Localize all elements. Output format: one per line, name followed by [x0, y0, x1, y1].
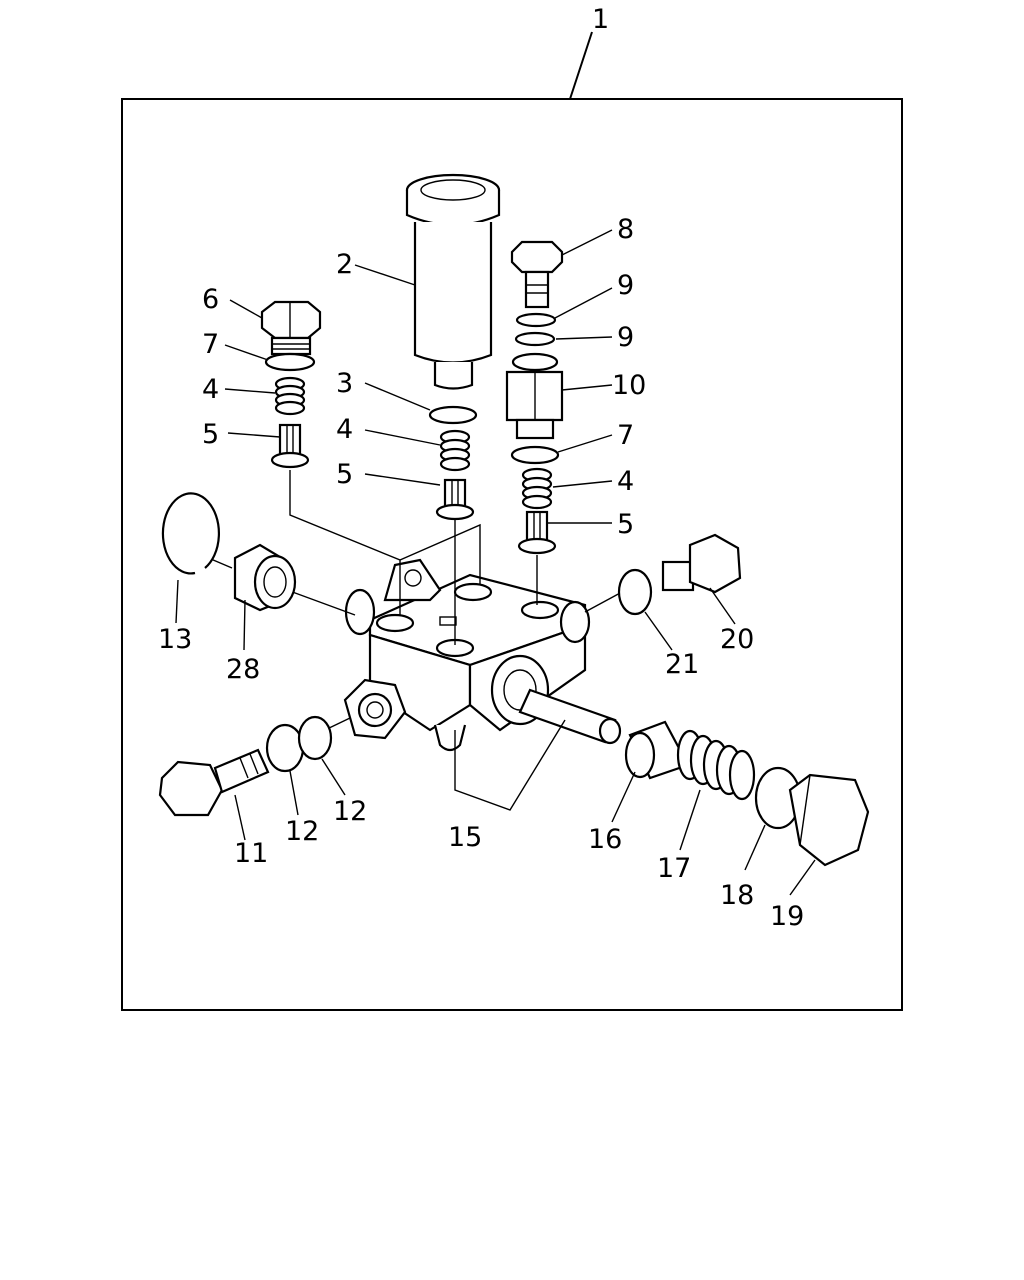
part-7-washer — [264, 352, 316, 372]
label-6: 6 — [202, 284, 219, 315]
label-10: 10 — [612, 370, 646, 401]
leader-1 — [569, 31, 593, 100]
part-5-valve-left — [270, 423, 310, 469]
label-5-left: 5 — [202, 419, 219, 450]
label-2: 2 — [336, 249, 353, 280]
pump-body — [343, 558, 591, 752]
part-3-washer — [428, 405, 478, 425]
part-7-washer-right — [510, 445, 560, 465]
label-4-center: 4 — [336, 414, 353, 445]
label-18: 18 — [720, 880, 754, 911]
part-8-banjo-bolt — [510, 240, 564, 309]
label-1: 1 — [592, 4, 609, 35]
label-5-right: 5 — [617, 509, 634, 540]
part-13-snap-ring — [161, 492, 221, 575]
part-19-plug — [788, 773, 870, 867]
label-7-left: 7 — [202, 329, 219, 360]
label-20: 20 — [720, 624, 754, 655]
part-12-washer-b — [297, 715, 333, 761]
part-4-spring-center — [439, 429, 471, 472]
label-16: 16 — [588, 824, 622, 855]
label-9-b: 9 — [617, 322, 634, 353]
part-5-valve-center — [435, 478, 475, 521]
part-28-sleeve — [233, 543, 297, 612]
label-11: 11 — [234, 838, 268, 869]
label-12-b: 12 — [333, 796, 367, 827]
label-7-right: 7 — [617, 420, 634, 451]
part-20-plug — [661, 533, 742, 594]
label-3: 3 — [336, 368, 353, 399]
part-11-banjo-bolt — [158, 748, 270, 817]
label-5-center: 5 — [336, 459, 353, 490]
assembly-lines — [184, 470, 623, 736]
part-21-washer — [617, 568, 653, 616]
diagram-frame — [121, 98, 903, 1011]
part-16-piston — [518, 688, 690, 780]
part-9-washer-a — [515, 312, 557, 328]
part-6-plug — [260, 300, 322, 356]
label-4-right: 4 — [617, 466, 634, 497]
label-21: 21 — [665, 649, 699, 680]
part-5-valve-right — [517, 510, 557, 555]
label-28: 28 — [226, 654, 260, 685]
part-12-washer-a — [265, 723, 305, 773]
part-2-primer-pump — [405, 173, 501, 390]
label-8: 8 — [617, 214, 634, 245]
label-13: 13 — [158, 624, 192, 655]
label-19: 19 — [770, 901, 804, 932]
part-4-spring-left — [274, 376, 306, 416]
label-4-left: 4 — [202, 374, 219, 405]
label-9-a: 9 — [617, 270, 634, 301]
leader-lines — [175, 229, 816, 896]
label-12-a: 12 — [285, 816, 319, 847]
part-9-washer-b — [514, 331, 556, 347]
label-17: 17 — [657, 853, 691, 884]
part-17-spring — [676, 729, 756, 801]
label-15: 15 — [448, 822, 482, 853]
part-4-spring-right — [521, 467, 553, 510]
part-10-adapter — [505, 352, 564, 440]
